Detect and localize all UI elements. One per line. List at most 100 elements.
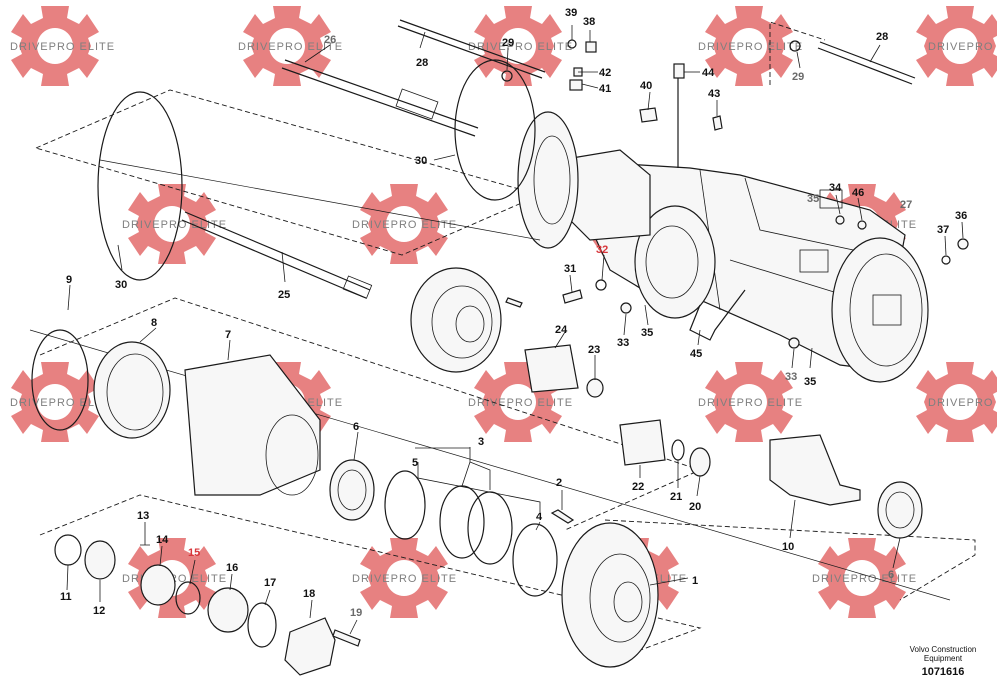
- lower-left-parts: [54, 534, 361, 676]
- credit-line-2: Equipment: [924, 654, 963, 663]
- leader-28-right: [869, 44, 881, 63]
- leader-19: [349, 619, 358, 635]
- gear-20: [689, 447, 711, 477]
- credit-line-1: Volvo Construction: [910, 645, 977, 654]
- shaft-26: [281, 59, 479, 137]
- callout-8: 8: [151, 317, 157, 329]
- pin-29-right: [789, 40, 801, 52]
- plug-46: [857, 220, 867, 230]
- watermark-text: DRIVEPRO ELITE: [10, 41, 115, 53]
- watermark-text: DRIVEPRO ELITE: [238, 41, 343, 53]
- leader-40: [647, 91, 651, 111]
- seal-3-a: [439, 485, 485, 559]
- callout-37: 37: [937, 224, 949, 236]
- shaft-26-spline: [395, 88, 439, 120]
- callout-35-top: 35: [807, 193, 819, 205]
- snap-ring-9: [31, 329, 89, 431]
- washer-11: [54, 534, 82, 566]
- rod-28-right: [817, 41, 916, 85]
- upper-assembly-plane: [35, 89, 542, 256]
- leader-17: [264, 589, 271, 606]
- housing-flange-inner: [849, 253, 923, 367]
- callout-40: 40: [640, 80, 652, 92]
- ring-gear-carrier-bore: [265, 414, 319, 496]
- rod-28-left: [397, 19, 546, 79]
- leader-30-right: [433, 154, 456, 161]
- leader-13: [140, 522, 150, 546]
- leader-18: [309, 599, 313, 619]
- pin-29-left: [501, 70, 513, 82]
- fitting-41: [569, 79, 583, 91]
- leader-37: [944, 235, 947, 256]
- housing-end-plate: [517, 111, 579, 249]
- sensor-cable-45: [689, 289, 746, 341]
- leader-36: [961, 221, 964, 239]
- middle-assembly-plane: [39, 297, 702, 531]
- callout-44: 44: [702, 67, 715, 79]
- o-ring-4: [512, 523, 558, 597]
- callout-12: 12: [93, 605, 105, 617]
- leader-8: [139, 327, 157, 343]
- leader-6-right: [892, 537, 901, 569]
- leader-20: [696, 475, 701, 497]
- wheel-hub-section: [31, 329, 923, 668]
- bolt-19: [332, 629, 361, 647]
- callout-2: 2: [556, 477, 562, 489]
- callout-10: 10: [782, 541, 794, 553]
- lower-assembly-plane: [39, 494, 702, 666]
- seal-3-b: [467, 491, 513, 565]
- leader-4: [535, 521, 541, 531]
- seal-ring-8-inner: [106, 353, 164, 431]
- callout-6-right: 6: [888, 569, 894, 581]
- center-axis: [99, 159, 541, 241]
- washer-32: [595, 279, 607, 291]
- callout-17: 17: [264, 577, 276, 589]
- cover-18: [284, 617, 336, 676]
- washer-37: [941, 255, 951, 265]
- leader-24: [554, 331, 566, 349]
- leader-34: [835, 194, 841, 215]
- watermark-text: DRIVEPRO ELITE: [928, 397, 997, 409]
- bolt-34: [835, 215, 845, 225]
- brake-disc-inner: [431, 285, 493, 359]
- o-ring-17: [247, 602, 277, 648]
- callout-29-right: 29: [792, 71, 804, 83]
- leader-5: [417, 462, 541, 512]
- o-rings: [97, 59, 536, 281]
- leader-lines: [66, 25, 964, 635]
- callout-20: 20: [689, 501, 701, 513]
- leader-31: [569, 274, 573, 293]
- callout-25: 25: [278, 289, 290, 301]
- housing-flange-left-inner: [645, 225, 699, 299]
- bearing-6-right: [877, 481, 923, 539]
- housing-flange-bore: [872, 294, 902, 326]
- leader-9: [67, 284, 71, 311]
- callout-16: 16: [226, 562, 238, 574]
- callout-28-left: 28: [416, 57, 428, 69]
- callout-28-right: 28: [876, 31, 888, 43]
- leader-35-left: [644, 304, 649, 326]
- callout-42: 42: [599, 67, 611, 79]
- watermark-text: DRIVEPRO ELITE: [812, 573, 917, 585]
- callout-31: 31: [564, 263, 576, 275]
- breather-40: [639, 107, 658, 123]
- nut-14: [140, 564, 176, 606]
- washer-15: [175, 581, 201, 615]
- dowel-pin: [505, 297, 523, 308]
- leader-29-left: [506, 47, 509, 71]
- wheel-hub-1-inner: [589, 553, 651, 643]
- footer-credit: Volvo Construction Equipment 1071616: [910, 645, 977, 678]
- o-ring-5: [384, 470, 426, 540]
- housing-end-plate-inner: [533, 135, 571, 225]
- leader-35-right: [809, 347, 813, 369]
- callout-labels: 1 2 3 4 5 6 6 7 8 9 10 11 12 13 14 15 16…: [60, 7, 967, 619]
- callout-30-right: 30: [415, 155, 427, 167]
- wheel-axis: [29, 329, 951, 601]
- leader-3: [461, 447, 491, 490]
- bearing-6-left: [329, 459, 375, 521]
- bearing-6-right-inner: [885, 491, 915, 529]
- bolt-2: [550, 509, 575, 524]
- plug-38: [585, 41, 597, 53]
- leader-6-left: [353, 431, 359, 461]
- watermark-text: DRIVEPRO ELITE: [928, 41, 997, 53]
